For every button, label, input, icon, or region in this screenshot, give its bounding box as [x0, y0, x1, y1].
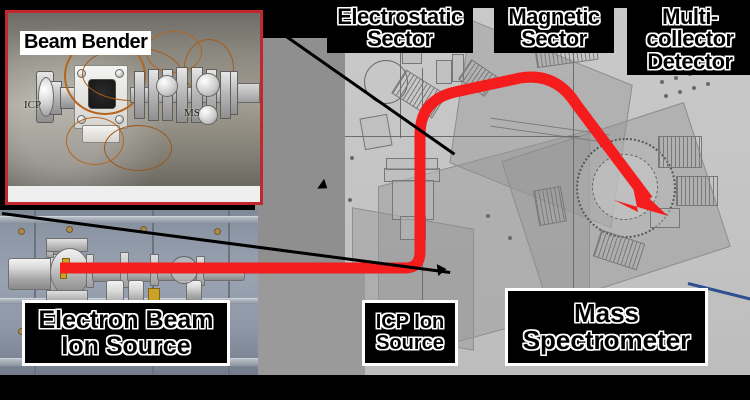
label-electrostatic-sector: Electrostatic Sector	[327, 4, 473, 53]
label-multicollector-detector: Multi- collector Detector	[627, 4, 750, 76]
beam-bender-title-label: Beam Bender	[20, 31, 152, 55]
beam-bender-inset-photo[interactable]: ICP MS Beam Bender	[5, 10, 263, 205]
label-electron-beam-ion-source: Electron Beam Ion Source	[22, 300, 230, 366]
callout-arrowhead-lower	[436, 262, 448, 277]
inset-label-icp: ICP	[24, 99, 42, 111]
inset-label-ms: MS	[184, 107, 200, 119]
label-mass-spectrometer: Mass Spectrometer	[505, 288, 708, 366]
label-magnetic-sector: Magnetic Sector	[494, 4, 614, 53]
inset-photo-lower-strip	[8, 186, 260, 202]
background-gray-block-lower	[255, 270, 365, 375]
label-icp-ion-source: ICP Ion Source	[362, 300, 458, 366]
